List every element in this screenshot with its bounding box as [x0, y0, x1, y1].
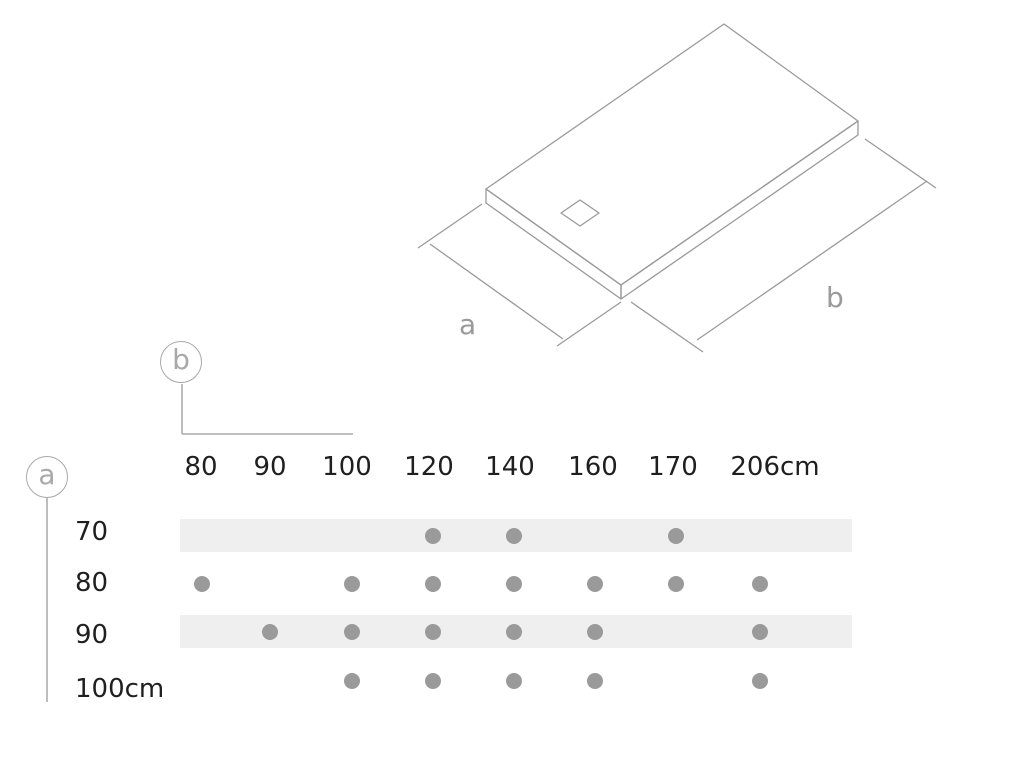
drain-icon — [560, 199, 600, 227]
column-header: 100 — [322, 452, 372, 482]
tray-side-edge — [620, 120, 859, 300]
availability-dot — [425, 673, 441, 689]
column-header: 206cm — [730, 452, 820, 482]
availability-dot — [587, 576, 603, 592]
availability-dot — [506, 624, 522, 640]
dimension-b-label: b — [826, 281, 844, 314]
dimension-b-tick-left — [630, 301, 704, 353]
column-header: 120 — [404, 452, 454, 482]
availability-dot — [506, 576, 522, 592]
axis-a-badge: a — [26, 456, 68, 498]
availability-dot — [194, 576, 210, 592]
tray-front-edge — [485, 188, 622, 300]
row-label: 100cm — [75, 674, 165, 704]
availability-dot — [425, 624, 441, 640]
dimension-a-label: a — [459, 308, 477, 341]
column-header: 160 — [568, 452, 618, 482]
row-label: 90 — [75, 620, 109, 650]
column-header: 170 — [648, 452, 698, 482]
availability-dot — [344, 576, 360, 592]
row-label: 70 — [75, 517, 109, 547]
dimension-a-tick-right — [556, 301, 622, 347]
dimension-a-line — [429, 243, 564, 340]
dimension-b-line — [696, 180, 928, 341]
availability-dot — [344, 624, 360, 640]
row-label: 80 — [75, 568, 109, 598]
availability-dot — [752, 576, 768, 592]
tray-top-face — [485, 23, 859, 286]
availability-dot — [587, 624, 603, 640]
availability-dot — [587, 673, 603, 689]
availability-dot — [344, 673, 360, 689]
column-header: 90 — [253, 452, 287, 482]
availability-dot — [506, 673, 522, 689]
availability-dot — [425, 528, 441, 544]
column-header: 140 — [485, 452, 535, 482]
column-header: 80 — [184, 452, 218, 482]
axis-b-badge: b — [160, 341, 202, 383]
availability-dot — [506, 528, 522, 544]
dimension-a-tick-left — [417, 203, 483, 249]
availability-dot — [425, 576, 441, 592]
availability-dot — [668, 576, 684, 592]
availability-dot — [752, 624, 768, 640]
dimension-b-tick-right — [864, 138, 937, 189]
availability-dot — [752, 673, 768, 689]
availability-dot — [262, 624, 278, 640]
availability-dot — [668, 528, 684, 544]
